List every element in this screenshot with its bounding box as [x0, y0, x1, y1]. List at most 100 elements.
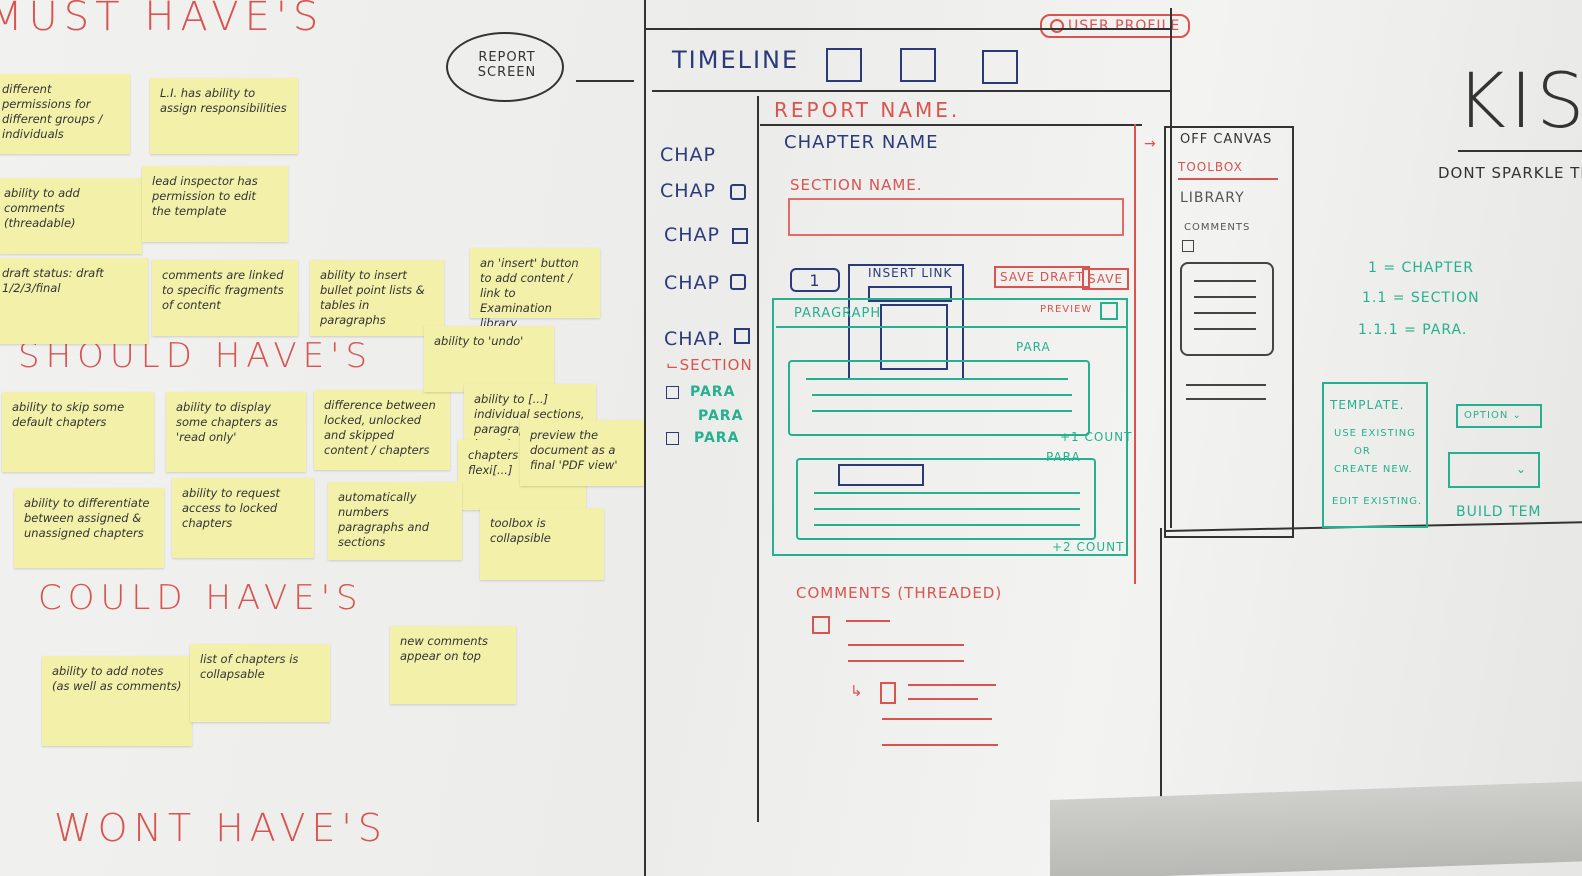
text-line: [1186, 384, 1266, 386]
connector-line: [576, 80, 634, 82]
build-template-label: BUILD TEM: [1456, 504, 1542, 520]
section-name: SECTION NAME.: [790, 176, 923, 194]
toolbox-tab[interactable]: TOOLBOX: [1178, 160, 1243, 174]
para-tag: PARA: [1016, 340, 1051, 354]
checkbox-icon[interactable]: [666, 386, 679, 399]
text-line: [812, 410, 1072, 412]
comment-line: [882, 744, 998, 746]
save-draft-button[interactable]: SAVE DRAFT: [994, 266, 1091, 288]
sticky-note: ability to display some chapters as 'rea…: [166, 392, 306, 472]
sticky-note: list of chapters is collapsable: [190, 644, 330, 722]
comments-tab[interactable]: COMMENTS: [1184, 222, 1251, 233]
checkbox-icon[interactable]: [880, 682, 896, 704]
avatar-icon: [1050, 19, 1064, 33]
lock-icon: [730, 184, 746, 200]
timeline-border: [652, 90, 1172, 92]
heading-must: MUST HAVE'S: [0, 0, 325, 40]
template-label: TEMPLATE.: [1330, 398, 1405, 412]
comment-line: [846, 620, 890, 622]
comments-heading: COMMENTS (THREADED): [796, 584, 1003, 602]
chapter-item[interactable]: CHAP: [660, 144, 717, 166]
count-label: +2 COUNT: [1052, 540, 1125, 554]
para-item[interactable]: PARA: [698, 408, 744, 424]
comment-line: [848, 660, 964, 662]
user-profile: USER PROFILE: [1040, 14, 1191, 38]
heading-could: COULD HAVE'S: [38, 578, 364, 618]
edit-icon: [734, 328, 750, 344]
insert-select[interactable]: [868, 286, 952, 302]
template-option: CREATE NEW.: [1334, 464, 1413, 475]
rule: [776, 326, 1126, 328]
canvas-edge: [1134, 124, 1136, 584]
text-line: [814, 508, 1080, 510]
template-option: USE EXISTING: [1334, 428, 1416, 439]
numbering-line: 1 = CHAPTER: [1368, 260, 1474, 276]
sticky-note: ability to differentiate between assigne…: [14, 488, 164, 568]
checkbox-icon[interactable]: [812, 616, 830, 634]
count-label: +1 COUNT: [1060, 430, 1133, 444]
report-name: REPORT NAME.: [774, 98, 961, 122]
off-canvas-panel: [1164, 126, 1294, 538]
comment-line: [848, 644, 964, 646]
sticky-note: ability to skip some default chapters: [2, 392, 154, 472]
section-name-field[interactable]: [788, 198, 1124, 236]
para-tag: PARA: [1046, 450, 1081, 464]
option-label: OPTION: [1464, 410, 1509, 421]
sticky-note: different permissions for different grou…: [0, 74, 130, 154]
sticky-note: ability to add comments (threadable): [0, 178, 142, 254]
timeline-item: [900, 48, 936, 82]
section-label: SECTION: [679, 356, 753, 374]
checkbox-icon[interactable]: [1182, 240, 1194, 252]
sticky-note: an 'insert' button to add content / link…: [470, 248, 600, 330]
chapter-item[interactable]: CHAP: [664, 272, 721, 294]
chapter-item[interactable]: CHAP: [660, 180, 717, 202]
checkbox-icon[interactable]: [666, 432, 679, 445]
numbering-line: 1.1 = SECTION: [1362, 290, 1480, 306]
library-tab[interactable]: LIBRARY: [1180, 190, 1245, 206]
sticky-note: draft status: draft 1/2/3/final: [0, 258, 148, 344]
heading-wont: WONT HAVE'S: [54, 806, 388, 850]
sticky-note: lead inspector has permission to edit th…: [142, 166, 288, 242]
text-line: [1194, 280, 1256, 282]
text-line: [812, 394, 1072, 396]
sticky-note: L.I. has ability to assign responsibilit…: [150, 78, 298, 154]
expand-icon[interactable]: [1100, 302, 1118, 320]
edit-icon: [732, 228, 748, 244]
chapter-item[interactable]: CHAP: [664, 224, 721, 246]
paragraph-label: PARAGRAPH: [794, 306, 882, 321]
text-line: [1194, 328, 1256, 330]
report-name-border: [760, 124, 1142, 126]
report-screen-label: REPORT SCREEN: [477, 50, 537, 80]
sticky-note: new comments appear on top: [390, 626, 516, 704]
option-select[interactable]: OPTION ⌄: [1456, 404, 1542, 428]
para-block[interactable]: [788, 360, 1090, 436]
kiss-heading: KIS: [1456, 56, 1582, 145]
para-item[interactable]: PARA: [694, 430, 740, 446]
dropdown-select[interactable]: ⌄: [1448, 452, 1540, 488]
dont-sparkle: DONT SPARKLE THE: [1438, 164, 1582, 182]
para-block[interactable]: [796, 458, 1096, 540]
chapter-name: CHAPTER NAME: [784, 132, 939, 153]
comment-line: [882, 718, 992, 720]
numbering-line: 1.1.1 = PARA.: [1358, 322, 1468, 338]
lock-icon: [730, 274, 746, 290]
comment-line: [908, 698, 978, 700]
text-line: [814, 524, 1080, 526]
divider-line: [644, 0, 646, 876]
chapter-item[interactable]: CHAP.: [664, 328, 725, 350]
number-field[interactable]: 1: [790, 268, 840, 292]
preview-label: PREVIEW: [1040, 304, 1093, 315]
para-item[interactable]: PARA: [690, 384, 736, 400]
kiss-underline: [1458, 150, 1582, 152]
toolbox-underline: [1178, 178, 1278, 180]
comment-card: [1180, 262, 1274, 356]
save-button[interactable]: SAVE: [1082, 268, 1130, 290]
timeline-label: TIMELINE: [672, 46, 800, 74]
frame-right: [1170, 8, 1172, 528]
report-screen-oval: [446, 32, 564, 102]
text-line: [1186, 398, 1266, 400]
user-profile-label: USER PROFILE: [1068, 18, 1181, 34]
section-item[interactable]: ⌙SECTION: [666, 356, 753, 374]
paragraph-area: [772, 298, 1128, 556]
